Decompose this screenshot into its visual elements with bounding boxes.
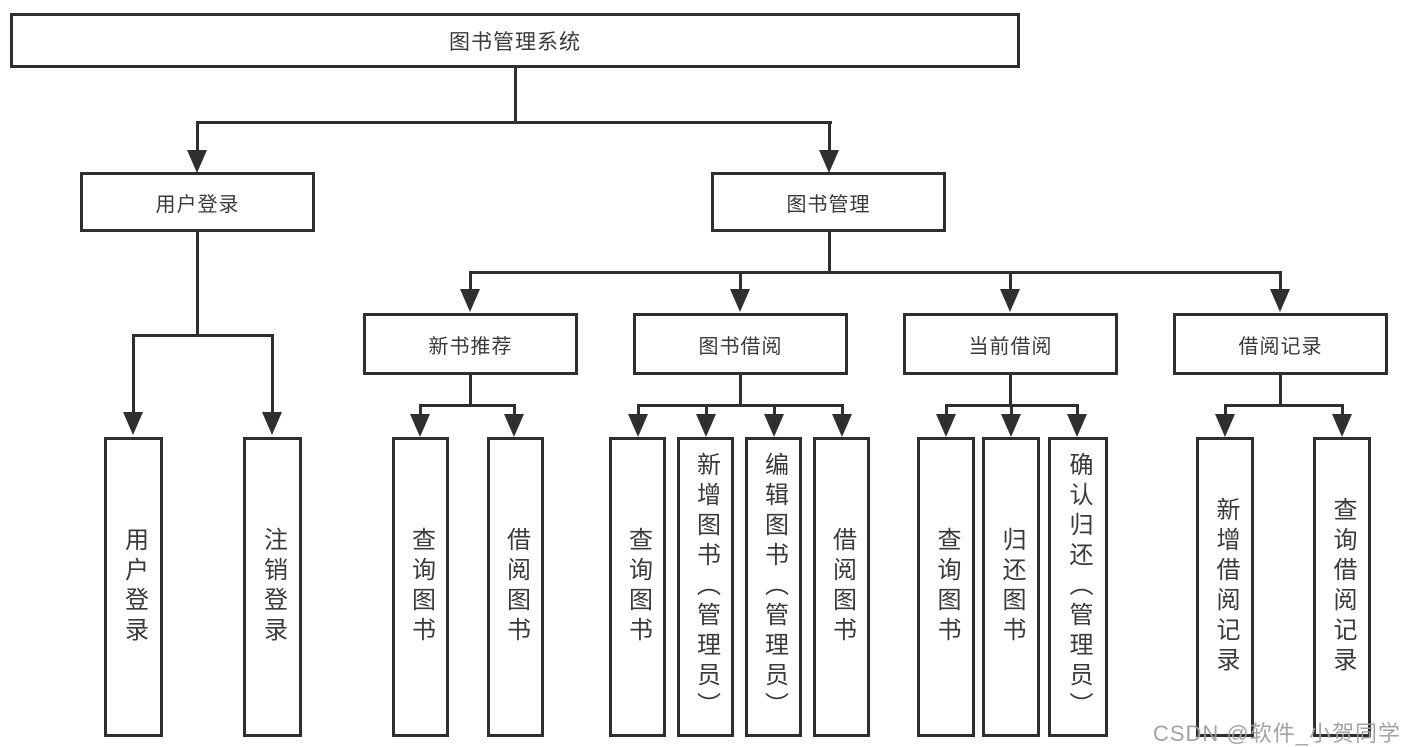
connector-line bbox=[132, 334, 135, 414]
connector-line bbox=[739, 375, 742, 406]
connector-line bbox=[514, 68, 517, 122]
node-label: 图书管理系统 bbox=[449, 30, 581, 54]
connector-line bbox=[469, 375, 472, 406]
connector-line bbox=[773, 404, 776, 415]
connector-line bbox=[196, 121, 199, 152]
arrow-down-icon bbox=[504, 414, 524, 437]
node-label: 用户登录 bbox=[155, 193, 240, 216]
leaf-user-login: 用户登录 bbox=[104, 437, 163, 737]
connector-line bbox=[513, 404, 516, 415]
connector-line bbox=[841, 404, 844, 415]
node-label: 新书推荐 bbox=[428, 335, 513, 358]
node-label: 借阅记录 bbox=[1238, 335, 1323, 358]
leaf-return-book: 归还图书 bbox=[982, 437, 1040, 737]
arrow-down-icon bbox=[460, 289, 480, 312]
leaf-label: 借阅图书 bbox=[502, 527, 530, 647]
connector-line bbox=[945, 404, 948, 415]
connector-line bbox=[1010, 404, 1013, 415]
node-current-borrowing: 当前借阅 bbox=[903, 313, 1118, 375]
connector-line bbox=[419, 404, 422, 415]
connector-line bbox=[469, 271, 472, 290]
arrow-down-icon bbox=[1001, 414, 1021, 437]
leaf-label: 归还图书 bbox=[998, 527, 1025, 647]
leaf-query-books-borrowing: 查询图书 bbox=[609, 437, 666, 737]
connector-line bbox=[1009, 271, 1012, 290]
connector-line bbox=[419, 404, 516, 407]
connector-line bbox=[1279, 375, 1282, 406]
leaf-query-borrow-record: 查询借阅记录 bbox=[1313, 437, 1371, 737]
connector-line bbox=[271, 334, 274, 414]
connector-line bbox=[1224, 404, 1227, 415]
connector-line bbox=[828, 121, 831, 152]
connector-line bbox=[1341, 404, 1344, 415]
node-book-borrowing: 图书借阅 bbox=[633, 313, 848, 375]
node-label: 当前借阅 bbox=[968, 335, 1053, 358]
node-borrowing-records: 借阅记录 bbox=[1173, 313, 1388, 375]
connector-line bbox=[196, 121, 832, 124]
connector-line bbox=[1279, 271, 1282, 290]
arrow-down-icon bbox=[1215, 414, 1235, 437]
node-label: 图书借阅 bbox=[698, 335, 783, 358]
leaf-label: 确认归还（管理员） bbox=[1065, 452, 1092, 722]
leaf-edit-book-admin: 编辑图书（管理员） bbox=[745, 437, 802, 737]
arrow-down-icon bbox=[410, 414, 430, 437]
node-library-management-system: 图书管理系统 bbox=[10, 13, 1020, 68]
node-new-book-recommend: 新书推荐 bbox=[363, 313, 578, 375]
arrow-down-icon bbox=[187, 150, 207, 173]
leaf-logout: 注销登录 bbox=[243, 437, 302, 737]
connector-line bbox=[1009, 375, 1012, 406]
connector-line bbox=[1076, 404, 1079, 415]
leaf-label: 用户登录 bbox=[120, 527, 148, 647]
arrow-down-icon bbox=[262, 412, 282, 435]
node-label: 图书管理 bbox=[786, 193, 871, 216]
arrow-down-icon bbox=[1270, 289, 1290, 312]
leaf-borrow-books-recommend: 借阅图书 bbox=[487, 437, 544, 737]
connector-line bbox=[637, 404, 844, 407]
connector-line bbox=[705, 404, 708, 415]
leaf-query-books-current: 查询图书 bbox=[917, 437, 975, 737]
arrow-down-icon bbox=[730, 289, 750, 312]
leaf-label: 新增图书（管理员） bbox=[692, 452, 720, 722]
connector-line bbox=[469, 271, 1282, 274]
arrow-down-icon bbox=[628, 414, 648, 437]
connector-line bbox=[196, 232, 199, 336]
leaf-label: 查询图书 bbox=[624, 527, 652, 647]
connector-line bbox=[739, 271, 742, 290]
csdn-watermark: CSDN @软件_小贺同学 bbox=[1152, 721, 1401, 746]
leaf-label: 查询图书 bbox=[933, 527, 960, 647]
leaf-add-borrow-record: 新增借阅记录 bbox=[1196, 437, 1254, 737]
leaf-label: 新增借阅记录 bbox=[1212, 497, 1239, 677]
leaf-confirm-return-admin: 确认归还（管理员） bbox=[1048, 437, 1108, 737]
leaf-query-books-recommend: 查询图书 bbox=[392, 437, 449, 737]
connector-line bbox=[828, 232, 831, 273]
node-user-login: 用户登录 bbox=[80, 172, 315, 232]
arrow-down-icon bbox=[1332, 414, 1352, 437]
leaf-add-book-admin: 新增图书（管理员） bbox=[677, 437, 734, 737]
arrow-down-icon bbox=[936, 414, 956, 437]
arrow-down-icon bbox=[1000, 289, 1020, 312]
arrow-down-icon bbox=[123, 412, 143, 435]
arrow-down-icon bbox=[764, 414, 784, 437]
arrow-down-icon bbox=[1067, 414, 1087, 437]
connector-line bbox=[1224, 404, 1344, 407]
connector-line bbox=[637, 404, 640, 415]
leaf-label: 编辑图书（管理员） bbox=[760, 452, 788, 722]
leaf-label: 查询图书 bbox=[407, 527, 435, 647]
arrow-down-icon bbox=[696, 414, 716, 437]
connector-line bbox=[132, 334, 274, 337]
arrow-down-icon bbox=[819, 150, 839, 173]
arrow-down-icon bbox=[832, 414, 852, 437]
leaf-label: 注销登录 bbox=[259, 527, 287, 647]
leaf-label: 查询借阅记录 bbox=[1329, 497, 1356, 677]
node-book-management: 图书管理 bbox=[711, 172, 946, 232]
leaf-borrow-books: 借阅图书 bbox=[813, 437, 870, 737]
leaf-label: 借阅图书 bbox=[828, 527, 856, 647]
